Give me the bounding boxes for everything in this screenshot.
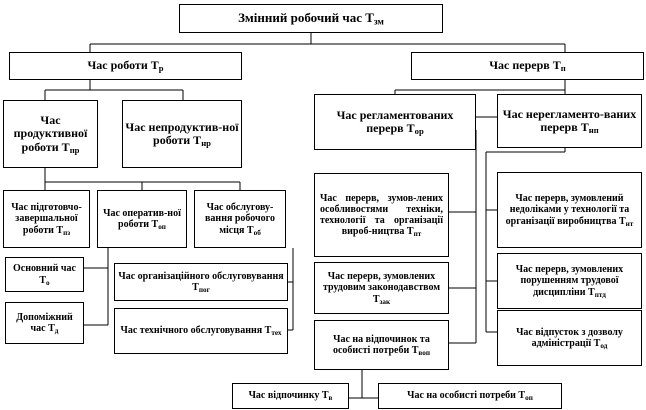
node-discipline-breaks-subscript: птд [594,290,606,299]
node-administration-leave-subscript: од [600,341,608,350]
node-auxiliary-time-label: Допоміжний час Т [16,311,73,334]
node-legislation-breaks-subscript: зак [379,297,391,306]
node-preparatory-work-label: Час підготовчо-завершальної роботи Т [11,202,82,236]
node-legislation-breaks-label: Час перерв, зумовлених трудовим законода… [322,271,441,305]
node-rest-time: Час відпочинку Тв [232,383,349,409]
node-shortcoming-breaks: Час перерв, зумовлений недоліками у техн… [497,172,642,248]
node-regulated-breaks-subscript: ор [414,126,424,137]
node-productive-work: Час продуктивної роботи Тпр [3,100,98,168]
node-operative-work: Час оператив-ної роботи Топ [97,190,187,248]
node-unproductive-work-label: Час непродуктив-ної роботи Т [125,119,239,147]
node-main-time-subscript: о [46,278,50,287]
node-operative-work-subscript: оп [158,222,166,231]
node-break-time-label: Час перерв Т [489,58,561,73]
node-rest-time-label: Час відпочинку Т [248,390,329,402]
node-shift-time-subscript: зм [373,17,384,28]
node-discipline-breaks: Час перерв, зумовлених порушенням трудов… [497,253,642,309]
node-rest-and-needs-label: Час на відпочинок та особисті потреби Т [332,333,430,356]
node-technology-breaks: Час перерв, зумов-лених особливостями те… [314,173,449,257]
node-preparatory-work-subscript: пз [63,228,71,237]
node-rest-and-needs: Час на відпочинок та особисті потреби Тв… [314,320,449,370]
node-personal-needs-label: Час на особисті потреби Т [407,390,526,402]
node-technology-breaks-subscript: пт [413,229,422,238]
node-shift-time: Змінний робочий час Тзм [179,4,443,33]
node-administration-leave: Час відпусток з дозволу адміністрації То… [497,310,642,366]
node-auxiliary-time-subscript: д [54,326,59,335]
node-productive-work-subscript: пр [69,144,80,155]
node-technical-servicing-label: Час технічного обслуговування Т [120,325,272,337]
node-operative-work-label: Час оператив-ної роботи Т [103,207,181,230]
node-work-time-label: Час роботи Т [87,58,159,73]
node-unregulated-breaks-label: Час нерегламенто-ваних перерв Т [502,106,637,134]
node-unregulated-breaks: Час нерегламенто-ваних перерв Тнп [497,94,642,148]
node-unproductive-work-subscript: нр [201,138,211,149]
node-unproductive-work: Час непродуктив-ної роботи Тнр [122,100,242,168]
node-shortcoming-breaks-subscript: нт [625,219,634,228]
node-shift-time-label: Змінний робочий час Т [238,10,374,26]
node-organizational-servicing-label: Час організаційного обслуговування Т [118,270,284,293]
node-technical-servicing: Час технічного обслуговування Ттех [114,308,288,354]
node-organizational-servicing-subscript: пог [198,285,210,294]
node-workplace-servicing: Час обслугову-вання робочого місця Тоб [194,190,286,248]
node-workplace-servicing-label: Час обслугову-вання робочого місця Т [205,202,275,236]
node-main-time-label: Основний час Т [13,263,76,286]
node-personal-needs: Час на особисті потреби Топ [378,383,562,409]
node-work-time-subscript: р [158,63,164,74]
node-productive-work-label: Час продуктивної роботи Т [13,112,88,154]
node-organizational-servicing: Час організаційного обслуговування Тпог [114,263,288,301]
node-unregulated-breaks-subscript: нп [588,125,599,136]
node-legislation-breaks: Час перерв, зумовлених трудовим законода… [314,262,449,314]
node-rest-time-subscript: в [328,394,333,403]
node-technology-breaks-label: Час перерв, зумов-лених особливостями те… [320,192,443,238]
node-discipline-breaks-label: Час перерв, зумовлених порушенням трудов… [515,264,624,298]
node-auxiliary-time: Допоміжний час Тд [5,302,84,344]
node-preparatory-work: Час підготовчо-завершальної роботи Тпз [3,190,90,248]
node-main-time: Основний час То [5,257,84,292]
node-administration-leave-label: Час відпусток з дозволу адміністрації Т [516,326,623,349]
node-regulated-breaks: Час регламентованих перерв Тор [314,94,476,150]
node-personal-needs-subscript: оп [525,394,533,403]
node-rest-and-needs-subscript: воп [418,348,430,357]
node-regulated-breaks-label: Час регламентованих перерв Т [336,107,454,135]
node-workplace-servicing-subscript: об [253,228,261,237]
node-shortcoming-breaks-label: Час перерв, зумовлений недоліками у техн… [505,193,630,227]
node-technical-servicing-subscript: тех [271,329,282,338]
node-break-time-subscript: п [560,63,566,74]
node-work-time: Час роботи Тр [9,52,242,80]
node-break-time: Час перерв Тп [411,52,644,80]
